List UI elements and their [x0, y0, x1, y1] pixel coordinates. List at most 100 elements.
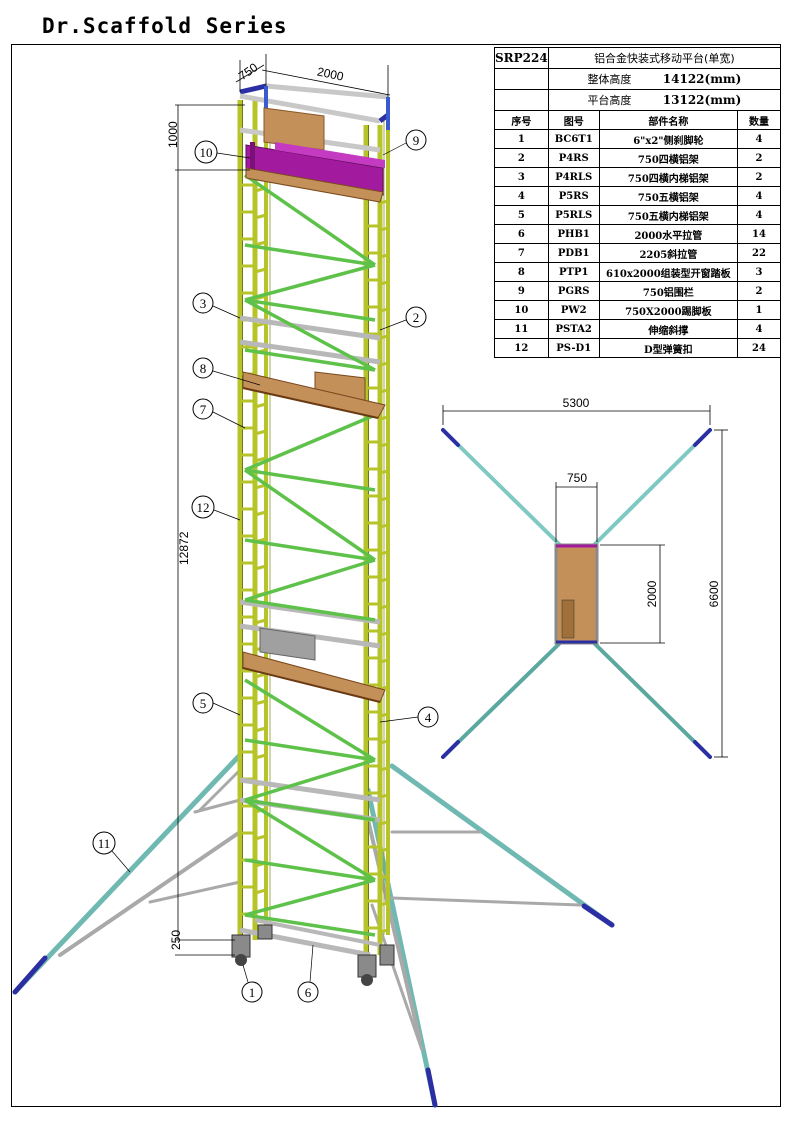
plan-dim-length: 2000: [645, 580, 659, 607]
svg-text:2: 2: [413, 310, 420, 325]
overall-height-value: 14122(mm): [662, 72, 742, 86]
svg-text:3: 3: [200, 296, 207, 311]
elev-dim-length: 2000: [316, 64, 345, 83]
cell-code: PHB1: [547, 224, 600, 244]
cell-code: PS-D1: [547, 338, 600, 358]
toe-board: [245, 107, 385, 203]
elev-dim-base: 250: [169, 930, 183, 950]
cell-name: D型弹簧扣: [598, 338, 739, 358]
callout-10: 10: [194, 140, 251, 164]
cell-no: 4: [494, 186, 549, 206]
cell-code: PTP1: [547, 262, 600, 282]
callout-11: 11: [92, 831, 131, 873]
svg-text:10: 10: [200, 145, 213, 160]
platform-height-value: 13122(mm): [662, 93, 742, 107]
cell-code: P5RS: [547, 186, 600, 206]
cell-code: PDB1: [547, 243, 600, 263]
outrigger-left-strut: [58, 830, 242, 957]
svg-text:5: 5: [200, 696, 207, 711]
plan-dim-spread-x: 5300: [563, 396, 590, 410]
callout-7: 7: [192, 398, 246, 429]
callout-3: 3: [192, 292, 241, 319]
cell-qty: 22: [737, 243, 781, 263]
cell-name: 750铝围栏: [598, 281, 739, 301]
cell-name: 750四横铝架: [598, 148, 739, 168]
elevation-dimensions: [175, 54, 391, 956]
base-castors: [231, 918, 395, 986]
parts-table: SRP224 铝合金快装式移动平台(单宽) 整体高度 14122(mm) 平台高…: [494, 47, 782, 358]
outrigger-left-front: [12, 752, 243, 995]
callout-2: 2: [379, 306, 427, 331]
cell-no: 1: [494, 129, 549, 149]
cell-no: 3: [494, 167, 549, 187]
callout-6: 6: [297, 944, 319, 1003]
product-name: 铝合金快装式移动平台(单宽): [547, 47, 782, 69]
cell-qty: 4: [737, 205, 781, 225]
cell-name: 750四横内梯铝架: [598, 167, 739, 187]
cell-qty: 2: [737, 167, 781, 187]
cell-name: 6"x2"侧刹脚轮: [598, 129, 739, 149]
cell-name: 610x2000组装型开窗踏板: [598, 262, 739, 282]
part-callouts: 1 2 3 4 5 6 7 8 9 10 11 12: [92, 129, 439, 1003]
cell-qty: 1: [737, 300, 781, 320]
cell-no: 5: [494, 205, 549, 225]
plan-dim-width: 750: [567, 471, 587, 485]
cell-name: 2000水平拉管: [598, 224, 739, 244]
col-header-code: 图号: [547, 110, 600, 130]
svg-text:11: 11: [98, 836, 111, 851]
cell-no: 9: [494, 281, 549, 301]
cell-no: 2: [494, 148, 549, 168]
cell-code: P4RS: [547, 148, 600, 168]
cell-qty: 4: [737, 129, 781, 149]
model-code: SRP224: [494, 47, 549, 69]
cell-no: 10: [494, 300, 549, 320]
svg-text:6: 6: [305, 985, 312, 1000]
cell-qty: 14: [737, 224, 781, 244]
series-title: Dr.Scaffold Series: [42, 14, 288, 38]
cell-code: PW2: [547, 300, 600, 320]
plan-dim-spread-y: 6600: [707, 580, 721, 607]
callout-1: 1: [241, 964, 263, 1003]
cell-qty: 2: [737, 148, 781, 168]
callout-5: 5: [192, 692, 241, 716]
plan-outrigger-nw: [441, 428, 562, 547]
cell-no: 7: [494, 243, 549, 263]
svg-text:4: 4: [425, 710, 432, 725]
platform-middle: [242, 627, 386, 703]
cell-code: PGRS: [547, 281, 600, 301]
overall-height-label: 整体高度: [587, 73, 632, 86]
plan-dimensions: [442, 405, 728, 758]
callout-9: 9: [382, 129, 427, 156]
plan-outrigger-se: [592, 641, 712, 759]
elev-dim-height: 12872: [177, 531, 191, 565]
cell-code: BC6T1: [547, 129, 600, 149]
drawing-frame: [11, 44, 781, 1107]
cell-no: 6: [494, 224, 549, 244]
table-header-row: 序号 图号 部件名称 数量: [494, 110, 781, 130]
cell-no: 8: [494, 262, 549, 282]
cell-code: P4RLS: [547, 167, 600, 187]
elev-dim-guardrail: 1000: [166, 121, 180, 148]
cell-qty: 2: [737, 281, 781, 301]
outrigger-right-back: [389, 763, 615, 928]
plan-outrigger-ne: [592, 428, 712, 547]
platform-height-label: 平台高度: [587, 94, 632, 107]
plan-outrigger-sw: [441, 641, 562, 759]
callout-4: 4: [379, 706, 439, 728]
cell-no: 11: [494, 319, 549, 339]
svg-text:8: 8: [200, 361, 207, 376]
svg-text:12: 12: [197, 500, 210, 515]
